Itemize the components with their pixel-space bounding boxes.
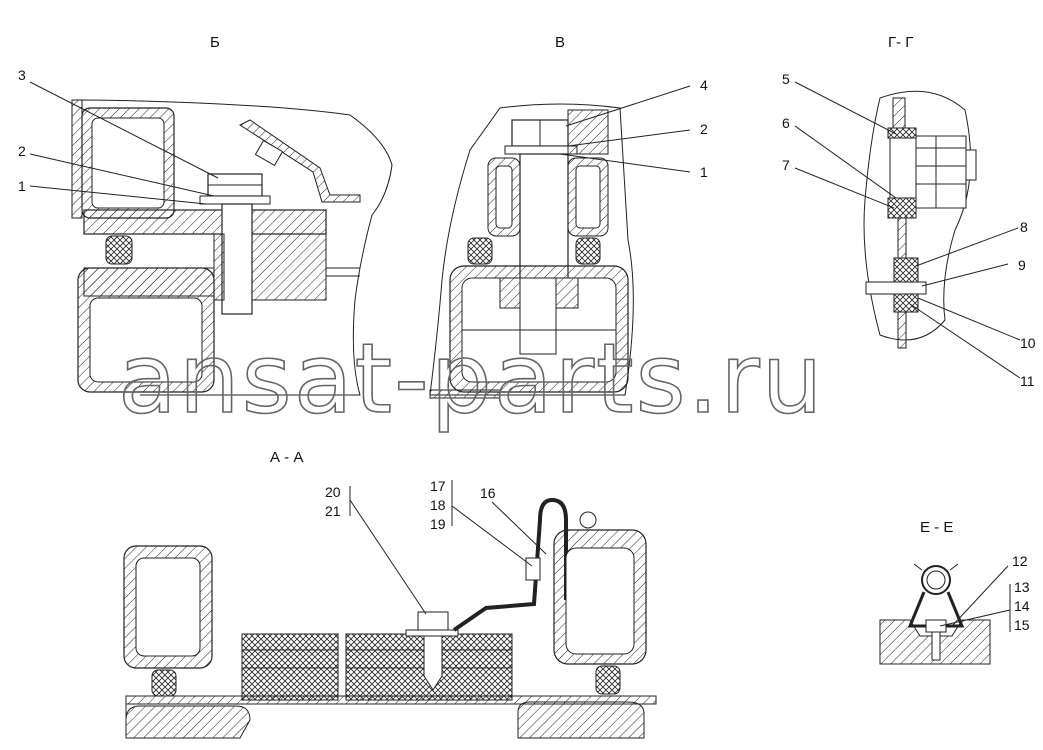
callout-2b: 2 xyxy=(700,121,708,137)
view-aa: А - А 20 21 17 18 xyxy=(123,449,657,739)
view-ee: Е - Е 12 13 14 15 xyxy=(879,519,1030,665)
callout-11: 11 xyxy=(1020,373,1035,389)
callout-3: 3 xyxy=(18,67,26,83)
view-b: Б 3 2 1 xyxy=(18,34,393,396)
callout-7: 7 xyxy=(782,157,790,173)
callout-16: 16 xyxy=(480,485,496,501)
callout-1: 1 xyxy=(18,178,26,194)
callout-21: 21 xyxy=(325,503,341,519)
callout-4: 4 xyxy=(700,77,708,93)
view-b-title: Б xyxy=(210,34,220,51)
callout-15: 15 xyxy=(1014,617,1030,633)
callout-8: 8 xyxy=(1020,219,1028,235)
callout-18: 18 xyxy=(430,497,446,513)
callout-20: 20 xyxy=(325,484,341,500)
callout-9: 9 xyxy=(1018,257,1026,273)
callout-13: 13 xyxy=(1014,579,1030,595)
callout-14: 14 xyxy=(1014,598,1030,614)
view-v: В 4 2 1 xyxy=(429,34,708,399)
callout-12: 12 xyxy=(1012,553,1028,569)
callout-1b: 1 xyxy=(700,164,708,180)
callout-10: 10 xyxy=(1020,335,1036,351)
callout-6: 6 xyxy=(782,115,790,131)
view-aa-title: А - А xyxy=(270,449,303,466)
view-v-title: В xyxy=(555,34,565,51)
view-ee-title: Е - Е xyxy=(920,519,953,536)
callout-2: 2 xyxy=(18,143,26,159)
callout-5: 5 xyxy=(782,71,790,87)
callout-17: 17 xyxy=(430,478,446,494)
view-gg-title: Г- Г xyxy=(888,34,913,51)
view-gg: Г- Г 5 6 7 8 9 10 11 xyxy=(782,34,1036,389)
watermark: ansat-parts.ru xyxy=(118,323,825,435)
callout-19: 19 xyxy=(430,516,446,532)
